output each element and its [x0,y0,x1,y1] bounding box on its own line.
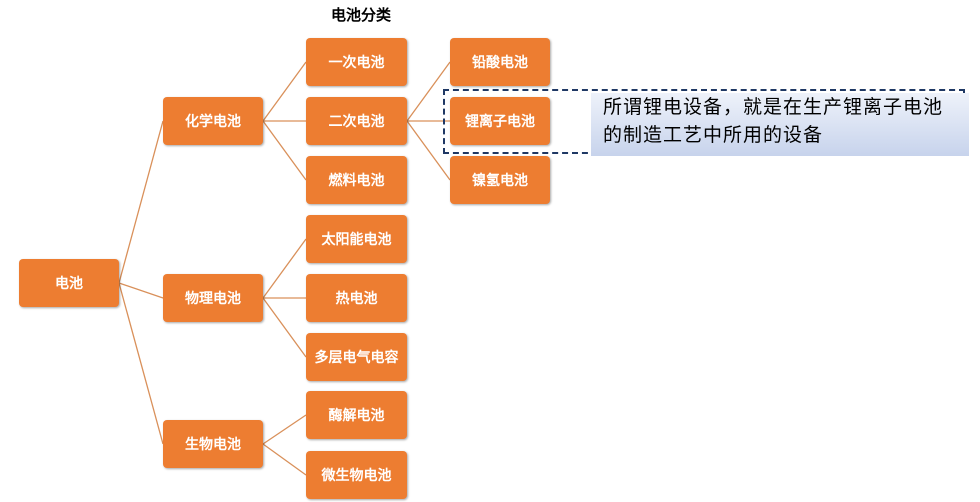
connector-biological-enzyme [263,415,306,444]
callout-box: 所谓锂电设备，就是在生产锂离子电池的制造工艺中所用的设备 [443,89,965,154]
node-nimh-battery: 镍氢电池 [450,156,550,204]
node-solar-cell: 太阳能电池 [306,215,407,263]
node-battery: 电池 [19,259,119,307]
node-physical-battery: 物理电池 [163,274,263,322]
node-primary-battery: 一次电池 [306,38,407,86]
connector-root-physical [119,283,163,298]
node-microbial-battery: 微生物电池 [306,451,407,499]
connector-root-biological [119,283,163,444]
node-fuel-cell: 燃料电池 [306,156,407,204]
connector-biological-microbial [263,444,306,475]
node-chemical-battery: 化学电池 [163,97,263,145]
node-secondary-battery: 二次电池 [306,97,407,145]
connector-physical-supercap [263,298,306,357]
connector-chemical-fuel [263,121,306,180]
connector-chemical-primary [263,62,306,121]
connector-root-chemical [119,121,163,283]
node-thermal-battery: 热电池 [306,274,407,322]
diagram-title: 电池分类 [331,4,391,25]
callout-text: 所谓锂电设备，就是在生产锂离子电池的制造工艺中所用的设备 [603,93,953,149]
node-biological-battery: 生物电池 [163,420,263,468]
node-supercapacitor: 多层电气电容 [306,333,407,381]
connector-physical-solar [263,239,306,298]
node-enzyme-battery: 酶解电池 [306,391,407,439]
node-lead-acid-battery: 铅酸电池 [450,38,550,86]
